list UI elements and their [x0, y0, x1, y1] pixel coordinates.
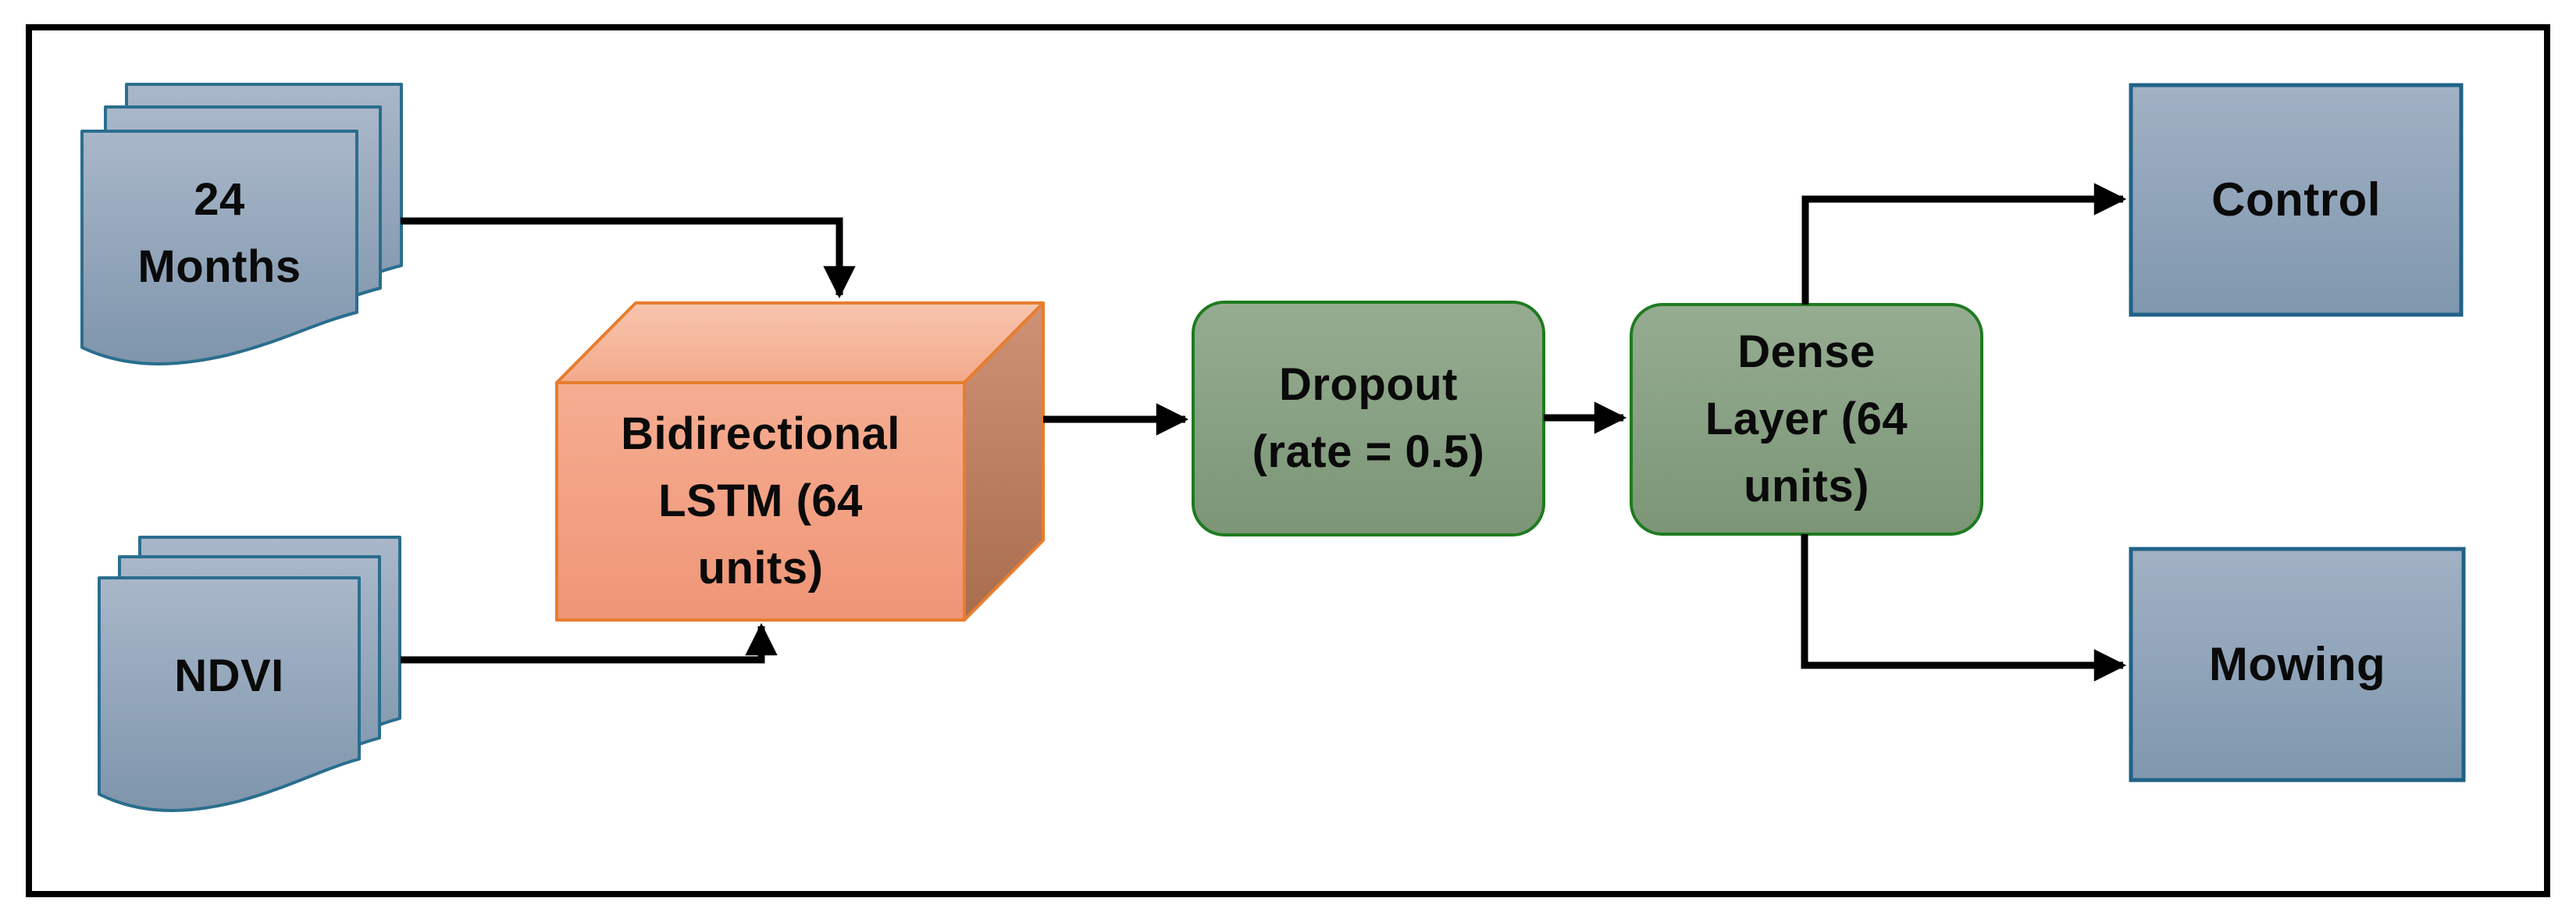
cube-top-face: [555, 301, 1045, 384]
edge-months-to-bilstm: [401, 217, 856, 299]
node-dense-layer-shape: [1630, 303, 1983, 536]
document-sheet-front-icon: [80, 130, 358, 365]
cube-front-face: [555, 381, 966, 622]
node-bilstm-shape: [555, 301, 1045, 622]
diagram-frame: [26, 24, 2550, 897]
node-24-months-shape: [80, 83, 403, 365]
node-control-shape: [2129, 83, 2464, 317]
edge-ndvi-to-bilstm: [401, 622, 778, 664]
node-mowing-shape: [2129, 547, 2466, 782]
node-dropout-shape: [1192, 301, 1545, 536]
edge-dense-to-mowing: [1801, 534, 2127, 682]
node-ndvi-shape: [98, 536, 401, 812]
document-sheet-front-icon: [98, 576, 361, 812]
edge-dense-to-control: [1801, 183, 2127, 305]
